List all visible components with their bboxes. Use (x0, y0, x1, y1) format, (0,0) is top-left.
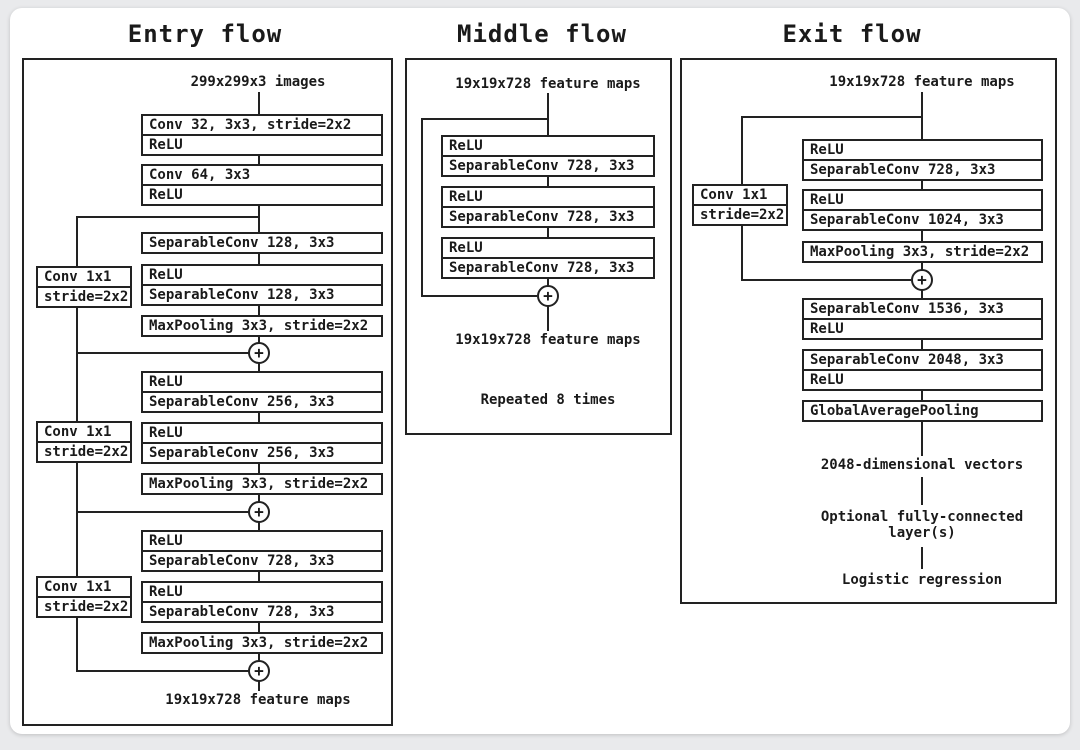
layer-label: stride=2x2 (38, 286, 130, 306)
layer-label: ReLU (449, 189, 483, 205)
connector-line (76, 670, 249, 672)
layer-stack: GlobalAveragePooling (802, 400, 1043, 422)
middle-input-label: 19x19x728 feature maps (455, 76, 641, 92)
exit-fc-label-line1: Optional fully-connected (820, 509, 1024, 525)
layer-stack: MaxPooling 3x3, stride=2x2 (141, 315, 383, 337)
entry-flow-panel (22, 58, 393, 726)
add-icon: + (248, 342, 270, 364)
connector-line (741, 116, 923, 118)
layer-label: SeparableConv 728, 3x3 (143, 550, 381, 570)
layer-label: Conv 32, 3x3, stride=2x2 (149, 117, 352, 133)
layer-label: MaxPooling 3x3, stride=2x2 (149, 635, 369, 651)
exit-fc-label-line2: layer(s) (888, 525, 956, 541)
add-icon: + (537, 285, 559, 307)
layer-stack: Conv 32, 3x3, stride=2x2 ReLU (141, 114, 383, 156)
layer-stack: SeparableConv 1536, 3x3 ReLU (802, 298, 1043, 340)
connector-line (76, 511, 249, 513)
layer-stack: ReLU SeparableConv 728, 3x3 (802, 139, 1043, 181)
middle-flow-panel (405, 58, 672, 435)
exit-vector-label: 2048-dimensional vectors (820, 457, 1024, 473)
layer-label: GlobalAveragePooling (810, 403, 979, 419)
layer-stack: MaxPooling 3x3, stride=2x2 (802, 241, 1043, 263)
layer-label: ReLU (143, 184, 381, 204)
skip-conv-box: Conv 1x1 stride=2x2 (36, 266, 132, 308)
layer-label: Conv 1x1 (44, 424, 112, 440)
layer-label: MaxPooling 3x3, stride=2x2 (149, 476, 369, 492)
skip-conv-box: Conv 1x1 stride=2x2 (36, 421, 132, 463)
layer-stack: ReLU SeparableConv 728, 3x3 (441, 237, 655, 279)
layer-label: ReLU (804, 318, 1041, 338)
layer-label: ReLU (449, 240, 483, 256)
layer-stack: ReLU SeparableConv 256, 3x3 (141, 371, 383, 413)
layer-label: SeparableConv 256, 3x3 (143, 391, 381, 411)
layer-label: SeparableConv 728, 3x3 (804, 159, 1041, 179)
layer-label: SeparableConv 728, 3x3 (143, 601, 381, 621)
layer-label: stride=2x2 (38, 441, 130, 461)
layer-label: ReLU (149, 425, 183, 441)
exit-output-label: Logistic regression (841, 572, 1003, 588)
layer-label: stride=2x2 (694, 204, 786, 224)
layer-label: SeparableConv 2048, 3x3 (810, 352, 1004, 368)
layer-stack: MaxPooling 3x3, stride=2x2 (141, 473, 383, 495)
connector-line (421, 118, 423, 297)
layer-stack: SeparableConv 2048, 3x3 ReLU (802, 349, 1043, 391)
exit-flow-panel (680, 58, 1057, 604)
layer-label: ReLU (810, 192, 844, 208)
connector-line (76, 352, 249, 354)
layer-stack: MaxPooling 3x3, stride=2x2 (141, 632, 383, 654)
layer-label: SeparableConv 256, 3x3 (143, 442, 381, 462)
entry-flow-title: Entry flow (127, 20, 283, 48)
layer-label: ReLU (149, 584, 183, 600)
skip-conv-box: Conv 1x1 stride=2x2 (36, 576, 132, 618)
layer-label: ReLU (810, 142, 844, 158)
layer-label: SeparableConv 1024, 3x3 (804, 209, 1041, 229)
exit-input-label: 19x19x728 feature maps (829, 74, 1015, 90)
layer-label: MaxPooling 3x3, stride=2x2 (149, 318, 369, 334)
layer-stack: SeparableConv 128, 3x3 (141, 232, 383, 254)
layer-label: Conv 1x1 (44, 269, 112, 285)
add-icon: + (911, 269, 933, 291)
add-icon: + (248, 660, 270, 682)
connector-line (921, 547, 923, 569)
exit-flow-title: Exit flow (782, 20, 922, 48)
layer-label: Conv 1x1 (44, 579, 112, 595)
layer-stack: ReLU SeparableConv 728, 3x3 (141, 581, 383, 623)
layer-label: MaxPooling 3x3, stride=2x2 (810, 244, 1030, 260)
layer-label: ReLU (804, 369, 1041, 389)
layer-label: ReLU (449, 138, 483, 154)
middle-repeat-note: Repeated 8 times (480, 392, 616, 408)
add-icon: + (248, 501, 270, 523)
connector-line (76, 216, 260, 218)
exit-fc-label: Optional fully-connected layer(s) (772, 509, 1072, 541)
layer-label: ReLU (149, 267, 183, 283)
layer-label: SeparableConv 728, 3x3 (443, 206, 653, 226)
connector-line (421, 118, 549, 120)
layer-label: ReLU (149, 533, 183, 549)
middle-output-label: 19x19x728 feature maps (455, 332, 641, 348)
connector-line (921, 477, 923, 505)
layer-label: SeparableConv 728, 3x3 (443, 155, 653, 175)
layer-stack: ReLU SeparableConv 1024, 3x3 (802, 189, 1043, 231)
entry-input-label: 299x299x3 images (190, 74, 326, 90)
layer-label: SeparableConv 1536, 3x3 (810, 301, 1004, 317)
layer-stack: ReLU SeparableConv 728, 3x3 (441, 135, 655, 177)
layer-stack: Conv 64, 3x3 ReLU (141, 164, 383, 206)
layer-stack: ReLU SeparableConv 256, 3x3 (141, 422, 383, 464)
layer-label: ReLU (149, 374, 183, 390)
skip-conv-box: Conv 1x1 stride=2x2 (692, 184, 788, 226)
layer-label: stride=2x2 (38, 596, 130, 616)
layer-stack: ReLU SeparableConv 728, 3x3 (441, 186, 655, 228)
layer-label: Conv 1x1 (700, 187, 768, 203)
layer-label: SeparableConv 128, 3x3 (149, 235, 335, 251)
entry-output-label: 19x19x728 feature maps (165, 692, 351, 708)
layer-stack: ReLU SeparableConv 728, 3x3 (141, 530, 383, 572)
layer-label: Conv 64, 3x3 (149, 167, 251, 183)
middle-flow-title: Middle flow (457, 20, 627, 48)
layer-label: ReLU (143, 134, 381, 154)
layer-label: SeparableConv 728, 3x3 (443, 257, 653, 277)
connector-line (741, 279, 911, 281)
connector-line (421, 295, 537, 297)
layer-label: SeparableConv 128, 3x3 (143, 284, 381, 304)
layer-stack: ReLU SeparableConv 128, 3x3 (141, 264, 383, 306)
